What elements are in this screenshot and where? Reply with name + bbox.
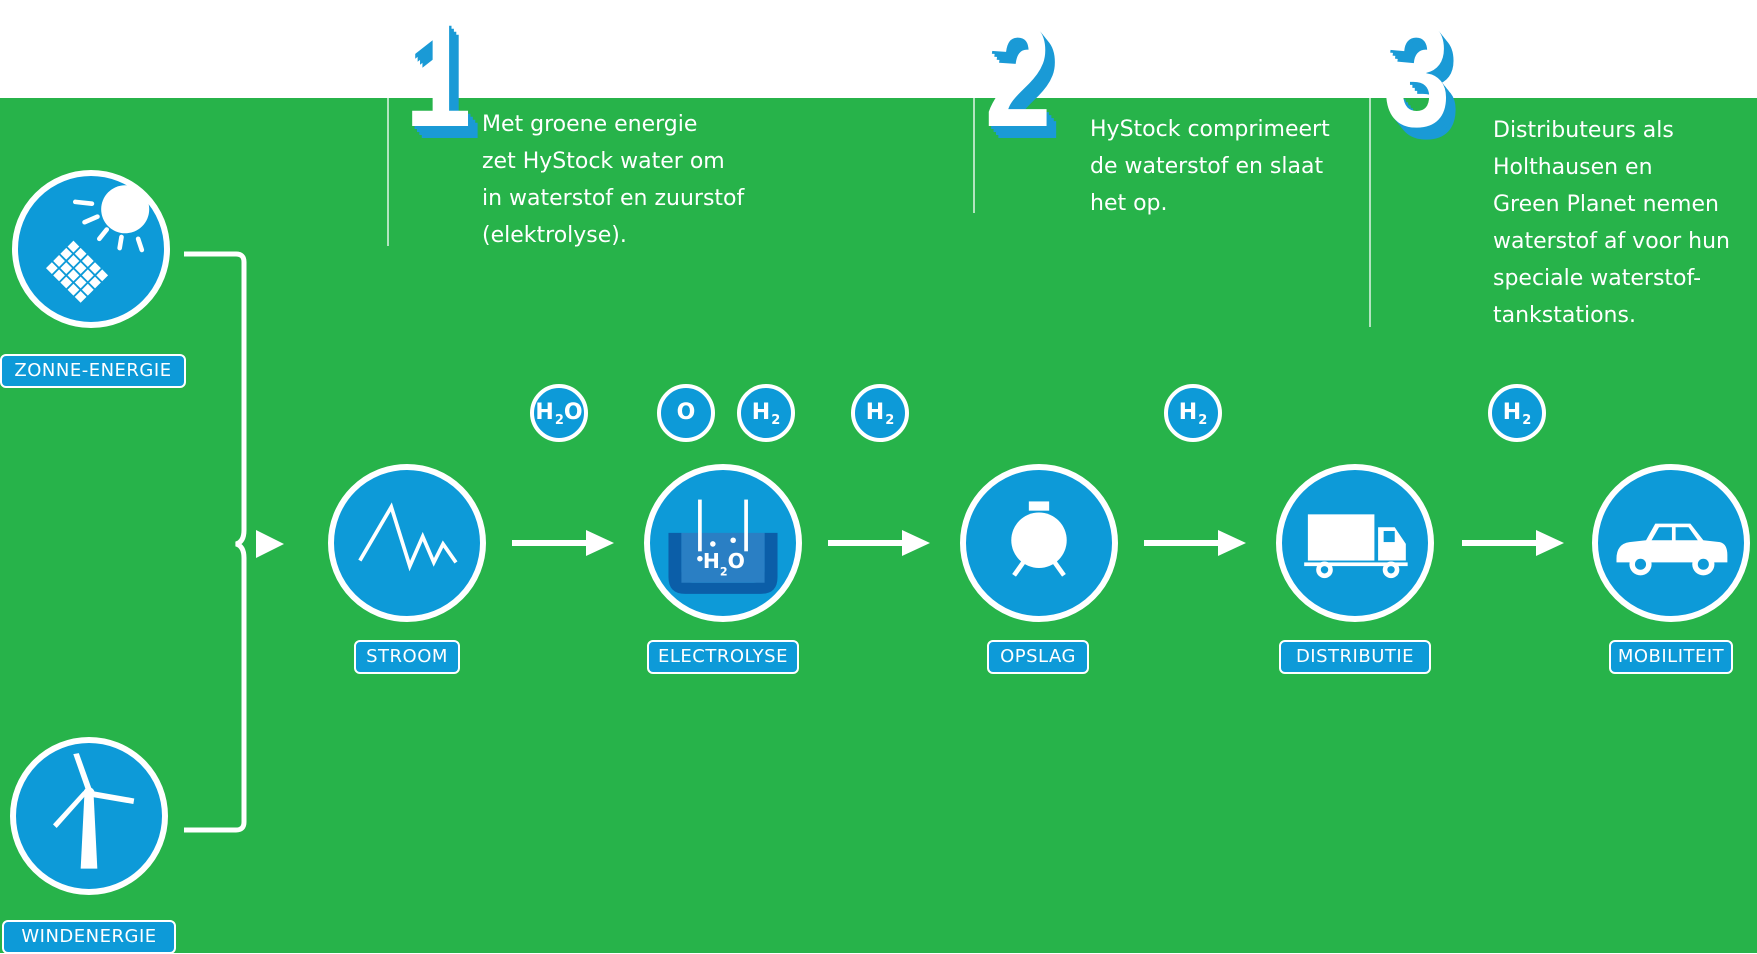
molecule-badge-h2-mobiliteit-in: H2 xyxy=(1488,384,1546,442)
label-stroom: STROOM xyxy=(354,640,460,674)
stroom-circle xyxy=(328,464,486,622)
wind-energy-circle xyxy=(10,737,168,895)
label-electrolyse: ELECTROLYSE xyxy=(647,640,799,674)
opslag-circle xyxy=(960,464,1118,622)
label-distributie: DISTRIBUTIE xyxy=(1279,640,1431,674)
step-text-2: HyStock comprimeert de waterstof en slaa… xyxy=(1090,117,1330,216)
molecule-badge-h2-distributie-in: H2 xyxy=(1164,384,1222,442)
molecule-badge-h2-electrolyse: H2 xyxy=(737,384,795,442)
step-divider-1 xyxy=(387,98,389,246)
electrolyse-circle: H2O xyxy=(644,464,802,622)
electrolysis-tank-icon: H2O xyxy=(668,499,778,594)
diagram-panel xyxy=(0,98,1757,953)
label-windenergie: WINDENERGIE xyxy=(2,920,176,954)
step-divider-2 xyxy=(973,98,975,213)
arrow-electrolyse-opslag xyxy=(828,530,930,556)
molecule-badge-h2-opslag-in: H2 xyxy=(851,384,909,442)
mobiliteit-circle xyxy=(1592,464,1750,622)
solar-energy-circle xyxy=(12,170,170,328)
distributie-circle xyxy=(1276,464,1434,622)
car-icon xyxy=(1616,523,1728,576)
arrow-stroom-electrolyse xyxy=(512,530,614,556)
label-zonne-energie: ZONNE-ENERGIE xyxy=(0,354,186,388)
molecule-badge-o: O xyxy=(657,384,715,442)
arrow-opslag-distributie xyxy=(1144,530,1246,556)
step-number-1: 1 xyxy=(404,0,472,158)
electrolyse-sub: 2 xyxy=(720,565,728,578)
label-opslag: OPSLAG xyxy=(987,640,1089,674)
sun-solar-panel-icon xyxy=(46,185,150,303)
step-text-1: Met groene energie zet HyStock water om … xyxy=(482,112,745,248)
electrolyse-h: H xyxy=(703,549,720,573)
storage-tank-icon xyxy=(1011,501,1067,577)
arrow-distributie-mobiliteit xyxy=(1462,530,1564,556)
molecule-badge-h2o: H2O xyxy=(530,384,588,442)
electrolyse-o: O xyxy=(728,549,745,573)
step-text-3: Distributeurs als Holthausen en Green Pl… xyxy=(1493,118,1730,328)
source-bracket xyxy=(184,251,284,833)
label-mobiliteit: MOBILITEIT xyxy=(1609,640,1733,674)
step-number-3: 3 xyxy=(1383,0,1451,158)
electricity-wave-icon xyxy=(358,502,458,572)
wind-turbine-icon xyxy=(52,753,135,869)
step-divider-3 xyxy=(1369,98,1371,327)
truck-icon xyxy=(1304,514,1408,579)
svg-text:H2O: H2O xyxy=(703,549,745,578)
step-number-2: 2 xyxy=(984,0,1052,158)
